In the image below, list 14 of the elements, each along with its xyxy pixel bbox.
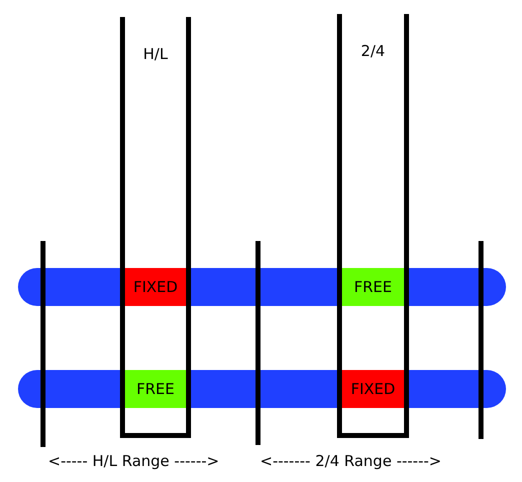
state-label: FREE [354, 278, 392, 296]
state-label: FREE [136, 380, 174, 398]
state-block [342, 370, 404, 408]
state-block [125, 268, 186, 306]
state-block [342, 268, 404, 306]
gate-slot [120, 17, 191, 438]
slot-label: H/L [143, 45, 168, 63]
gate-slot [337, 14, 409, 438]
range-label: <------- 2/4 Range ------> [260, 452, 442, 470]
state-block [125, 370, 186, 408]
range-label: <----- H/L Range ------> [48, 452, 220, 470]
slot-label: 2/4 [360, 42, 386, 60]
state-label: FIXED [133, 278, 178, 296]
state-label: FIXED [350, 380, 396, 398]
